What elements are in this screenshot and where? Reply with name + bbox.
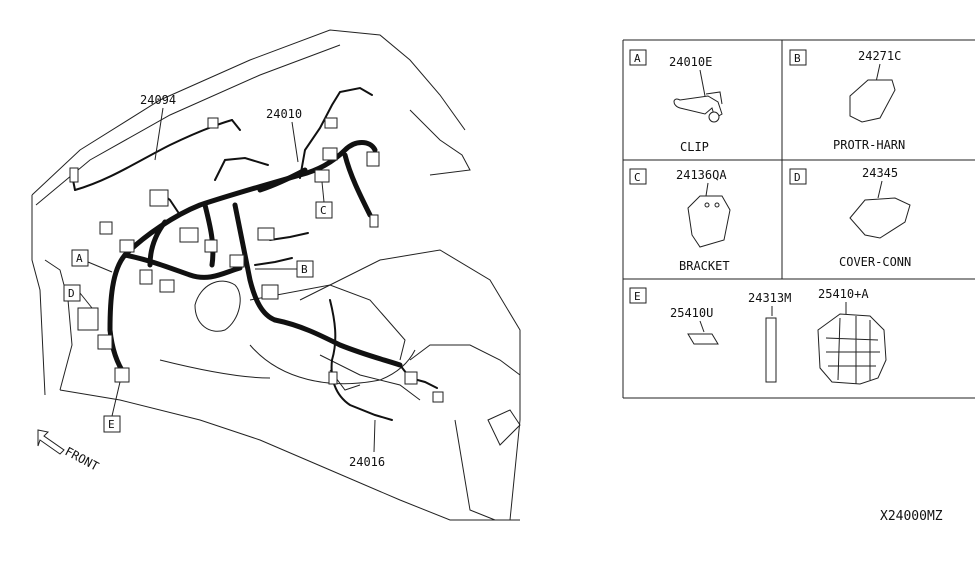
front-indicator: FRONT — [37, 429, 101, 474]
part-caption: CLIP — [680, 140, 709, 154]
svg-text:C: C — [634, 171, 641, 184]
part-caption: BRACKET — [679, 259, 730, 273]
part-caption: PROTR-HARN — [833, 138, 905, 152]
leader-line — [373, 419, 376, 453]
marker-d: D — [63, 284, 93, 309]
parts-cell-c: C 24136QA BRACKET — [629, 168, 731, 273]
parts-cell-d: D 24345 COVER-CONN — [789, 166, 911, 269]
callouts: 24094 24010 24016 — [140, 93, 385, 469]
parts-table: A 24010E CLIP B 24271C PROTR-HARN C 2413… — [622, 39, 975, 399]
svg-text:D: D — [68, 287, 75, 300]
protector-icon — [849, 79, 896, 123]
front-arrow-icon — [37, 429, 65, 455]
parts-cell-a: A 24010E CLIP — [629, 49, 723, 154]
diagram-code: X24000MZ — [880, 509, 943, 524]
part-number: 24136QA — [676, 168, 727, 182]
cover-icon — [849, 197, 911, 239]
part-number: 24313M — [748, 291, 791, 305]
leader-line — [291, 121, 299, 163]
connectors — [69, 117, 444, 403]
svg-text:B: B — [794, 52, 801, 65]
marker-b: B — [255, 260, 314, 278]
main-harness-24010 — [107, 140, 403, 378]
svg-text:C: C — [320, 204, 327, 217]
part-caption: COVER-CONN — [839, 255, 911, 269]
bracket-icon — [687, 195, 731, 248]
location-markers: A D C B E — [63, 181, 333, 433]
fuse-block-icon — [817, 313, 887, 385]
callout-24016: 24016 — [349, 455, 385, 469]
svg-text:E: E — [108, 418, 115, 431]
svg-text:A: A — [634, 52, 641, 65]
parts-cell-b: B 24271C PROTR-HARN — [789, 49, 905, 152]
svg-text:E: E — [634, 290, 641, 303]
svg-text:D: D — [794, 171, 801, 184]
callout-24094: 24094 — [140, 93, 176, 107]
part-number: 25410+A — [818, 287, 869, 301]
front-label: FRONT — [63, 444, 101, 473]
dashboard-outline — [31, 29, 521, 521]
clip-icon — [673, 91, 723, 123]
marker-c: C — [315, 181, 333, 219]
svg-text:A: A — [76, 252, 83, 265]
label-strip-icon — [765, 317, 777, 383]
svg-text:B: B — [301, 263, 308, 276]
marker-e: E — [103, 381, 121, 433]
part-number: 24271C — [858, 49, 901, 63]
leader-line — [154, 107, 164, 161]
part-number: 25410U — [670, 306, 713, 320]
marker-a: A — [71, 249, 113, 273]
parts-cell-e: E 25410U 24313M 25410+A — [629, 287, 887, 385]
fuse-icon — [687, 333, 719, 345]
part-number: 24010E — [669, 55, 712, 69]
callout-24010: 24010 — [266, 107, 302, 121]
part-number: 24345 — [862, 166, 898, 180]
